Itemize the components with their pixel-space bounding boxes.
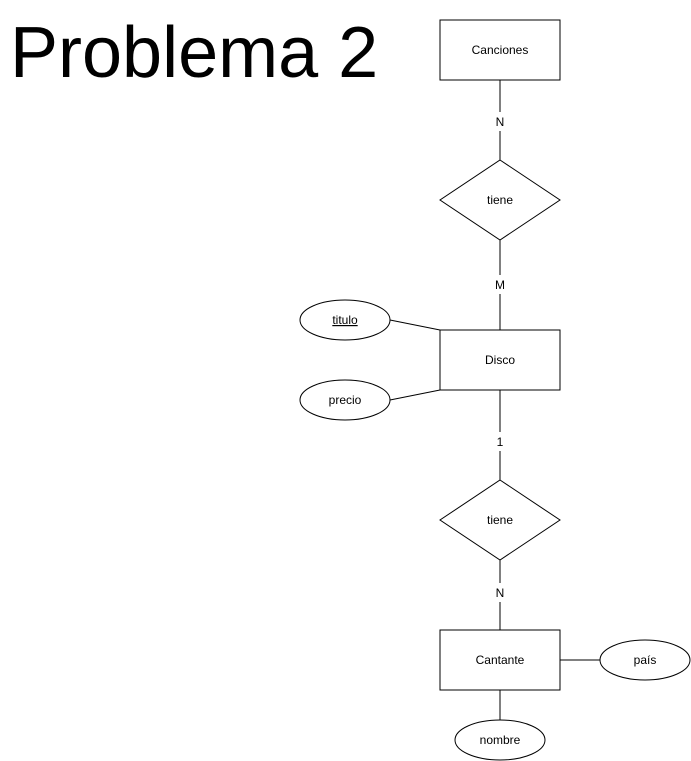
attribute-ellipse	[454, 719, 546, 761]
attribute-label: nombre	[480, 733, 521, 747]
connector-titulo-disco	[389, 319, 441, 331]
entity-cantante[interactable]: Cantante	[439, 629, 561, 691]
entity-disco[interactable]: Disco	[439, 329, 561, 391]
relationship-label: tiene	[487, 513, 513, 527]
attribute-pais[interactable]: país	[599, 639, 691, 681]
connector-precio-disco	[389, 389, 441, 401]
attribute-label: precio	[329, 393, 362, 407]
entity-box	[439, 629, 561, 691]
relationship-label: tiene	[487, 193, 513, 207]
entity-box	[439, 329, 561, 391]
attribute-ellipse	[299, 379, 391, 421]
attribute-nombre[interactable]: nombre	[454, 719, 546, 761]
relationship-tiene-bottom[interactable]: tiene	[439, 479, 561, 561]
relationship-diamond	[439, 159, 561, 241]
attribute-ellipse	[299, 299, 391, 341]
entity-label: Cantante	[476, 653, 525, 667]
page-title: Problema 2	[10, 13, 378, 93]
cardinality-label: 1	[497, 435, 504, 449]
attribute-label-key: titulo	[332, 313, 358, 327]
cardinality-label: M	[495, 278, 505, 292]
attribute-titulo[interactable]: titulo	[299, 299, 391, 341]
relationship-diamond	[439, 479, 561, 561]
attribute-precio[interactable]: precio	[299, 379, 391, 421]
entity-label: Disco	[485, 353, 515, 367]
relationship-tiene-top[interactable]: tiene	[439, 159, 561, 241]
entity-box	[439, 19, 561, 81]
entity-label: Canciones	[472, 43, 529, 57]
entity-canciones[interactable]: Canciones	[439, 19, 561, 81]
attribute-label: país	[634, 653, 657, 667]
cardinality-label: N	[496, 586, 505, 600]
cardinality-label: N	[496, 115, 505, 129]
attribute-ellipse	[599, 639, 691, 681]
